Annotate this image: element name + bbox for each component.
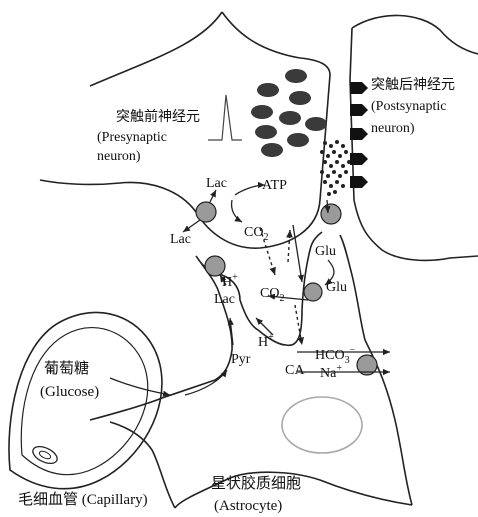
postsynaptic-label-cn: 突触后神经元 — [371, 77, 455, 93]
pyruvate-label: Pyr — [231, 352, 251, 367]
lac-extracellular-label: Lac — [170, 232, 191, 247]
astrocyte-nucleus — [282, 397, 362, 453]
red-blood-cell-inner — [38, 450, 51, 461]
glutamate-transporter — [321, 204, 341, 224]
co2-astrocyte-label: CO2 — [260, 286, 284, 304]
presynaptic-label-en-2: neuron) — [97, 149, 141, 164]
glu-astrocyte-label: Glu — [326, 280, 347, 295]
co2-neuron-label: CO2 — [244, 225, 268, 243]
lactate-transporter-astrocyte — [205, 256, 225, 276]
red-blood-cell — [30, 443, 59, 467]
h-plus-upper-label: H+ — [222, 272, 238, 290]
atp-label: ATP — [262, 178, 287, 193]
presynaptic-label-cn: 突触前神经元 — [116, 108, 200, 125]
presynaptic-neuron-membrane — [40, 12, 330, 248]
glutamine-transporter — [304, 283, 322, 301]
postsynaptic-label-en-2: neuron) — [371, 121, 415, 136]
glucose-label-cn: 葡萄糖 — [44, 360, 89, 377]
hco3-label: HCO3− — [315, 345, 356, 366]
capillary-label: 毛细血管 (Capillary) — [18, 491, 148, 508]
astrocyte-label-en: (Astrocyte) — [214, 498, 282, 514]
postsynaptic-label-en-1: (Postsynaptic — [371, 99, 446, 114]
capillary-inner — [21, 328, 147, 475]
glu-synaptic-label: Glu — [315, 244, 336, 259]
glucose-label-en: (Glucose) — [40, 384, 99, 400]
carbonic-anhydrase-label: CA — [285, 363, 305, 378]
synaptic-vesicles — [251, 69, 327, 157]
lac-neuron-label: Lac — [206, 176, 227, 191]
presynaptic-label-en-1: (Presynaptic — [97, 130, 167, 145]
lac-astrocyte-label: Lac — [214, 292, 235, 307]
action-potential-icon — [208, 95, 242, 140]
lactate-transporter-neuron — [196, 202, 216, 222]
na-label: Na+ — [320, 363, 342, 381]
h-plus-lower-label: H+ — [258, 332, 274, 350]
postsynaptic-neuron-membrane — [350, 15, 478, 260]
astrocyte-label-cn: 星状胶质细胞 — [211, 475, 301, 492]
